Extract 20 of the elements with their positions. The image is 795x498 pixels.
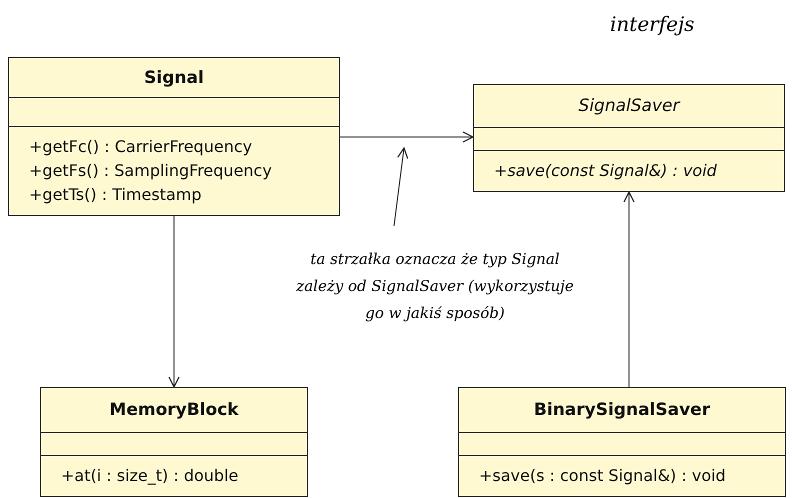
class-box	[458, 387, 786, 497]
class-box	[473, 84, 785, 192]
method-signature: +getTs() : Timestamp	[29, 184, 202, 206]
leader-arrow	[394, 147, 408, 226]
note-text: ta strzałka oznacza że typ Signal zależy od SignalSaver (wykorzystuje go w jakiś sposób)	[295, 248, 575, 324]
arrow	[623, 191, 635, 388]
method-signature: +getFc() : CarrierFrequency	[29, 136, 252, 158]
class-box	[8, 57, 340, 216]
method-signature: +getFs() : SamplingFrequency	[29, 160, 272, 182]
arrow	[340, 131, 474, 143]
stereotype-note: interfejs	[610, 12, 694, 36]
class-name: SignalSaver	[578, 96, 680, 116]
class-name: BinarySignalSaver	[534, 400, 710, 420]
arrow	[168, 216, 180, 388]
class-box	[40, 387, 308, 497]
method-signature: +save(const Signal&) : void	[494, 160, 717, 182]
method-signature: +save(s : const Signal&) : void	[479, 465, 726, 487]
class-name: Signal	[144, 68, 204, 88]
method-signature: +at(i : size_t) : double	[61, 465, 238, 487]
class-name: MemoryBlock	[109, 400, 239, 420]
